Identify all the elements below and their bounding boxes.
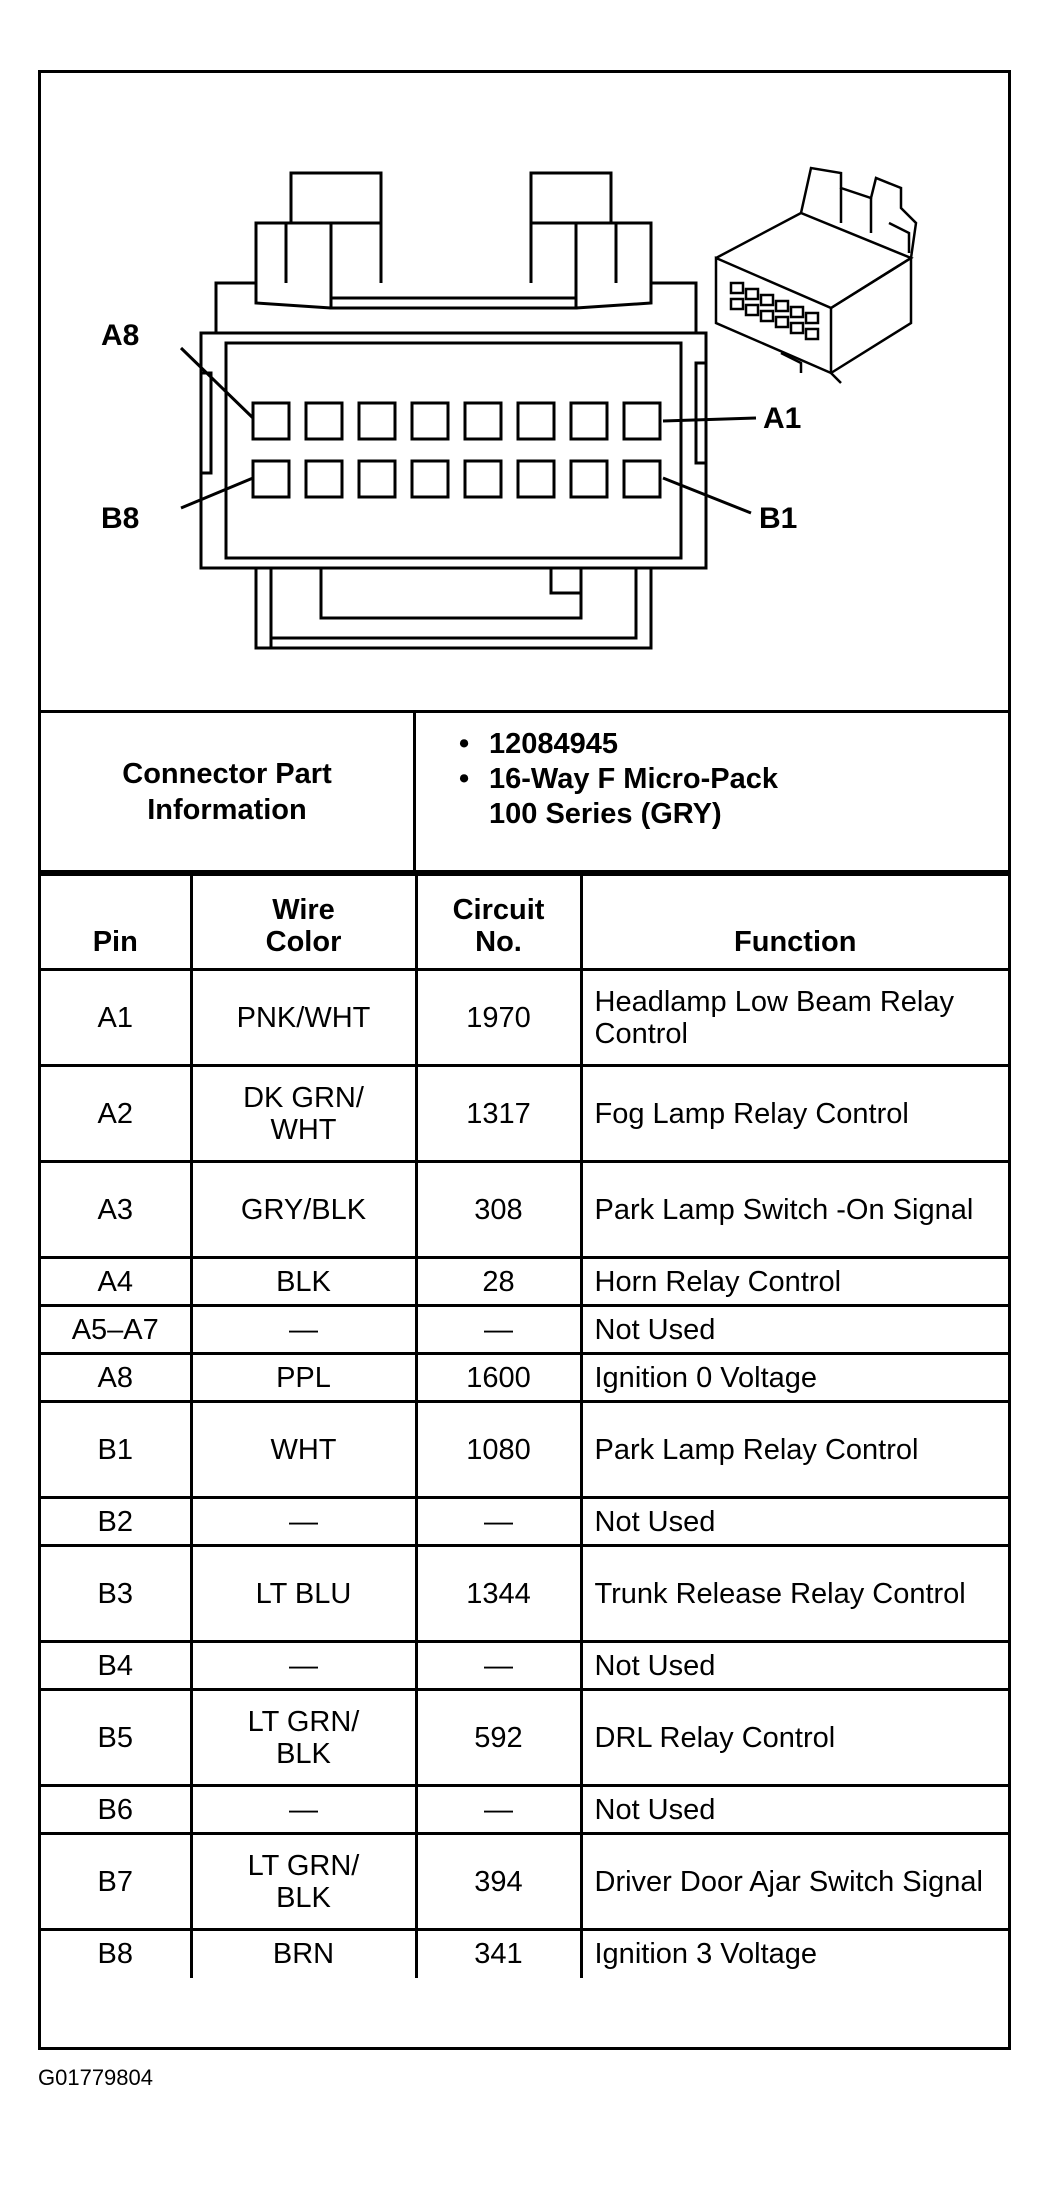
cell-wire-color: LT GRN/ BLK	[189, 1688, 418, 1787]
cell-function: Driver Door Ajar Switch Signal	[579, 1832, 1008, 1931]
cell-wire-color: —	[189, 1304, 418, 1355]
cell-pin: B5	[41, 1688, 193, 1787]
cell-circuit-no: 308	[414, 1160, 583, 1259]
cell-pin: B3	[41, 1544, 193, 1643]
cell-pin: B2	[41, 1496, 193, 1547]
cell-function: Not Used	[579, 1784, 1008, 1835]
cell-circuit-no: 1080	[414, 1400, 583, 1499]
cell-circuit-no: 1600	[414, 1352, 583, 1403]
table-row: B2——Not Used	[41, 1496, 1008, 1547]
cell-function: Not Used	[579, 1496, 1008, 1547]
left-latch-icon	[289, 171, 383, 223]
connector-face-diagram: A8 A1 B8 B1	[41, 73, 1008, 713]
figure-id: G01779804	[38, 2065, 153, 2090]
cell-pin: A8	[41, 1352, 193, 1403]
cell-pin: A2	[41, 1064, 193, 1163]
cell-circuit-no: —	[414, 1496, 583, 1547]
cell-function: Not Used	[579, 1640, 1008, 1691]
header-wire-color: Wire Color	[189, 873, 418, 971]
connector-part-info-label: Connector Part Information	[41, 713, 416, 870]
cell-wire-color: BRN	[189, 1928, 418, 1978]
cell-wire-color: LT GRN/ BLK	[189, 1832, 418, 1931]
cell-pin: A3	[41, 1160, 193, 1259]
cell-function: Ignition 3 Voltage	[579, 1928, 1008, 1978]
cell-function: Trunk Release Relay Control	[579, 1544, 1008, 1643]
cell-circuit-no: 592	[414, 1688, 583, 1787]
cell-circuit-no: —	[414, 1640, 583, 1691]
cell-function: Park Lamp Switch -On Signal	[579, 1160, 1008, 1259]
cell-wire-color: —	[189, 1496, 418, 1547]
cell-function: DRL Relay Control	[579, 1688, 1008, 1787]
cell-wire-color: —	[189, 1640, 418, 1691]
right-latch-icon	[529, 171, 613, 223]
connector-isometric-icon	[714, 166, 918, 384]
cell-circuit-no: —	[414, 1784, 583, 1835]
table-row: A5–A7——Not Used	[41, 1304, 1008, 1355]
cell-circuit-no: —	[414, 1304, 583, 1355]
cell-function: Ignition 0 Voltage	[579, 1352, 1008, 1403]
header-pin: Pin	[41, 873, 193, 971]
cell-circuit-no: 28	[414, 1256, 583, 1307]
cell-wire-color: BLK	[189, 1256, 418, 1307]
cell-pin: B8	[41, 1928, 193, 1978]
connector-part-info-label-text: Connector Part Information	[122, 757, 332, 826]
table-row: B4——Not Used	[41, 1640, 1008, 1691]
table-header-row: Pin Wire Color Circuit No. Function	[41, 873, 1008, 971]
cell-circuit-no: 1317	[414, 1064, 583, 1163]
cell-function: Fog Lamp Relay Control	[579, 1064, 1008, 1163]
cell-pin: B1	[41, 1400, 193, 1499]
cell-wire-color: LT BLU	[189, 1544, 418, 1643]
cell-circuit-no: 1970	[414, 968, 583, 1067]
connector-drawing: A8 A1 B8 B1	[101, 166, 918, 650]
cell-pin: B4	[41, 1640, 193, 1691]
connector-sheet: A8 A1 B8 B1 Connector Part Information •…	[38, 70, 1011, 2050]
connector-description-line2: 100 Series (GRY)	[489, 798, 722, 830]
table-row: B6——Not Used	[41, 1784, 1008, 1835]
pin-label-a8: A8	[101, 319, 139, 352]
cell-pin: B6	[41, 1784, 193, 1835]
description-line: • 16-Way F Micro-Pack	[459, 762, 1008, 797]
cell-function: Not Used	[579, 1304, 1008, 1355]
cell-circuit-no: 1344	[414, 1544, 583, 1643]
header-circuit-no: Circuit No.	[414, 873, 583, 971]
cell-wire-color: PNK/WHT	[189, 968, 418, 1067]
cell-circuit-no: 394	[414, 1832, 583, 1931]
cell-wire-color: —	[189, 1784, 418, 1835]
part-number: 12084945	[489, 728, 619, 760]
cell-function: Horn Relay Control	[579, 1256, 1008, 1307]
header-function: Function	[579, 873, 1008, 971]
part-number-line: • 12084945	[459, 727, 1008, 762]
cell-wire-color: WHT	[189, 1400, 418, 1499]
cell-pin: A5–A7	[41, 1304, 193, 1355]
cell-pin: B7	[41, 1832, 193, 1931]
pin-label-b1: B1	[759, 502, 797, 535]
cell-function: Park Lamp Relay Control	[579, 1400, 1008, 1499]
cell-pin: A1	[41, 968, 193, 1067]
bullet-icon: •	[459, 728, 470, 760]
connector-description-line1: 16-Way F Micro-Pack	[489, 763, 779, 795]
cell-function: Headlamp Low Beam Relay Control	[579, 968, 1008, 1067]
cell-wire-color: GRY/BLK	[189, 1160, 418, 1259]
cell-wire-color: DK GRN/ WHT	[189, 1064, 418, 1163]
cell-circuit-no: 341	[414, 1928, 583, 1978]
connector-part-info-details: • 12084945 • 16-Way F Micro-Pack 100 Ser…	[419, 713, 1008, 870]
cell-wire-color: PPL	[189, 1352, 418, 1403]
pin-label-a1: A1	[763, 402, 801, 435]
cell-pin: A4	[41, 1256, 193, 1307]
bullet-icon: •	[459, 763, 470, 795]
connector-part-info: Connector Part Information • 12084945 • …	[41, 713, 1008, 873]
pin-label-b8: B8	[101, 502, 139, 535]
